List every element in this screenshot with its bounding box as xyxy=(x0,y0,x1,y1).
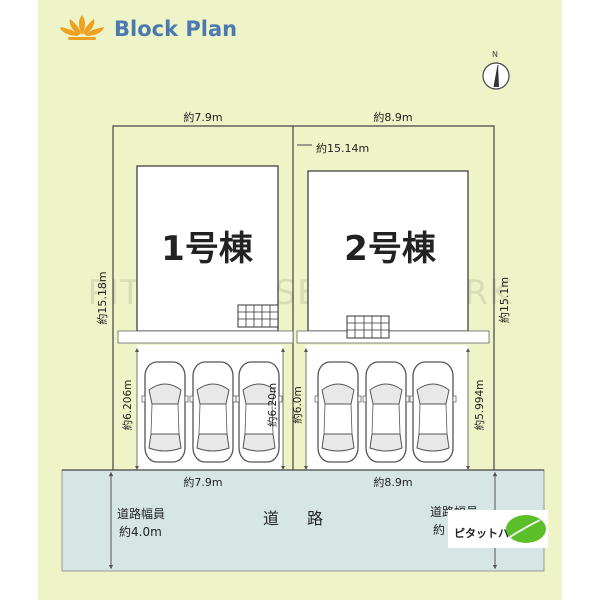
leaf-icon xyxy=(506,515,546,543)
car-icon xyxy=(409,361,457,463)
building-2-trim xyxy=(296,330,490,344)
lot2-bottom-width: 約8.9m xyxy=(373,475,412,489)
lot1-left-depth: 約15.18m xyxy=(95,271,109,324)
road-width-label: 道路幅員 xyxy=(117,506,165,521)
car-icon xyxy=(141,361,189,463)
entrance-deck-2 xyxy=(346,315,390,339)
road-width-value: 約4.0m xyxy=(119,524,162,539)
road-label: 道 路 xyxy=(263,509,329,528)
north-arrow-icon xyxy=(482,62,510,90)
building-2-label: 2号棟 xyxy=(344,229,437,269)
lot1-boundary xyxy=(112,125,293,470)
lot2-parking-depth-right: 約5.994m xyxy=(473,380,486,431)
car-icon xyxy=(362,361,410,463)
lot1-parking-depth-right: 約6.20m xyxy=(266,383,279,427)
building-1-trim xyxy=(117,330,294,344)
lot1-bottom-width: 約7.9m xyxy=(183,475,222,489)
building-1-label: 1号棟 xyxy=(161,229,254,269)
lot1-top-width: 約7.9m xyxy=(183,110,222,124)
lot2-boundary xyxy=(293,125,495,470)
car-icon xyxy=(189,361,237,463)
road-width-value-right: 約 xyxy=(433,522,445,537)
car-icon xyxy=(314,361,362,463)
page-title: Block Plan xyxy=(114,17,237,41)
lot2-right-depth: 約15.1m xyxy=(497,277,511,323)
lot2-top-width: 約8.9m xyxy=(373,110,412,124)
lot1-parking-depth-left: 約6.206m xyxy=(121,380,134,431)
building-1 xyxy=(136,165,279,332)
lotus-icon xyxy=(60,15,104,40)
entrance-deck-1 xyxy=(237,304,279,328)
compass-label: N xyxy=(492,50,498,59)
lot2-inner-depth: 約15.14m xyxy=(316,141,369,155)
lot2-parking-depth-left: 約6.0m xyxy=(291,386,304,423)
building-2 xyxy=(307,170,469,332)
